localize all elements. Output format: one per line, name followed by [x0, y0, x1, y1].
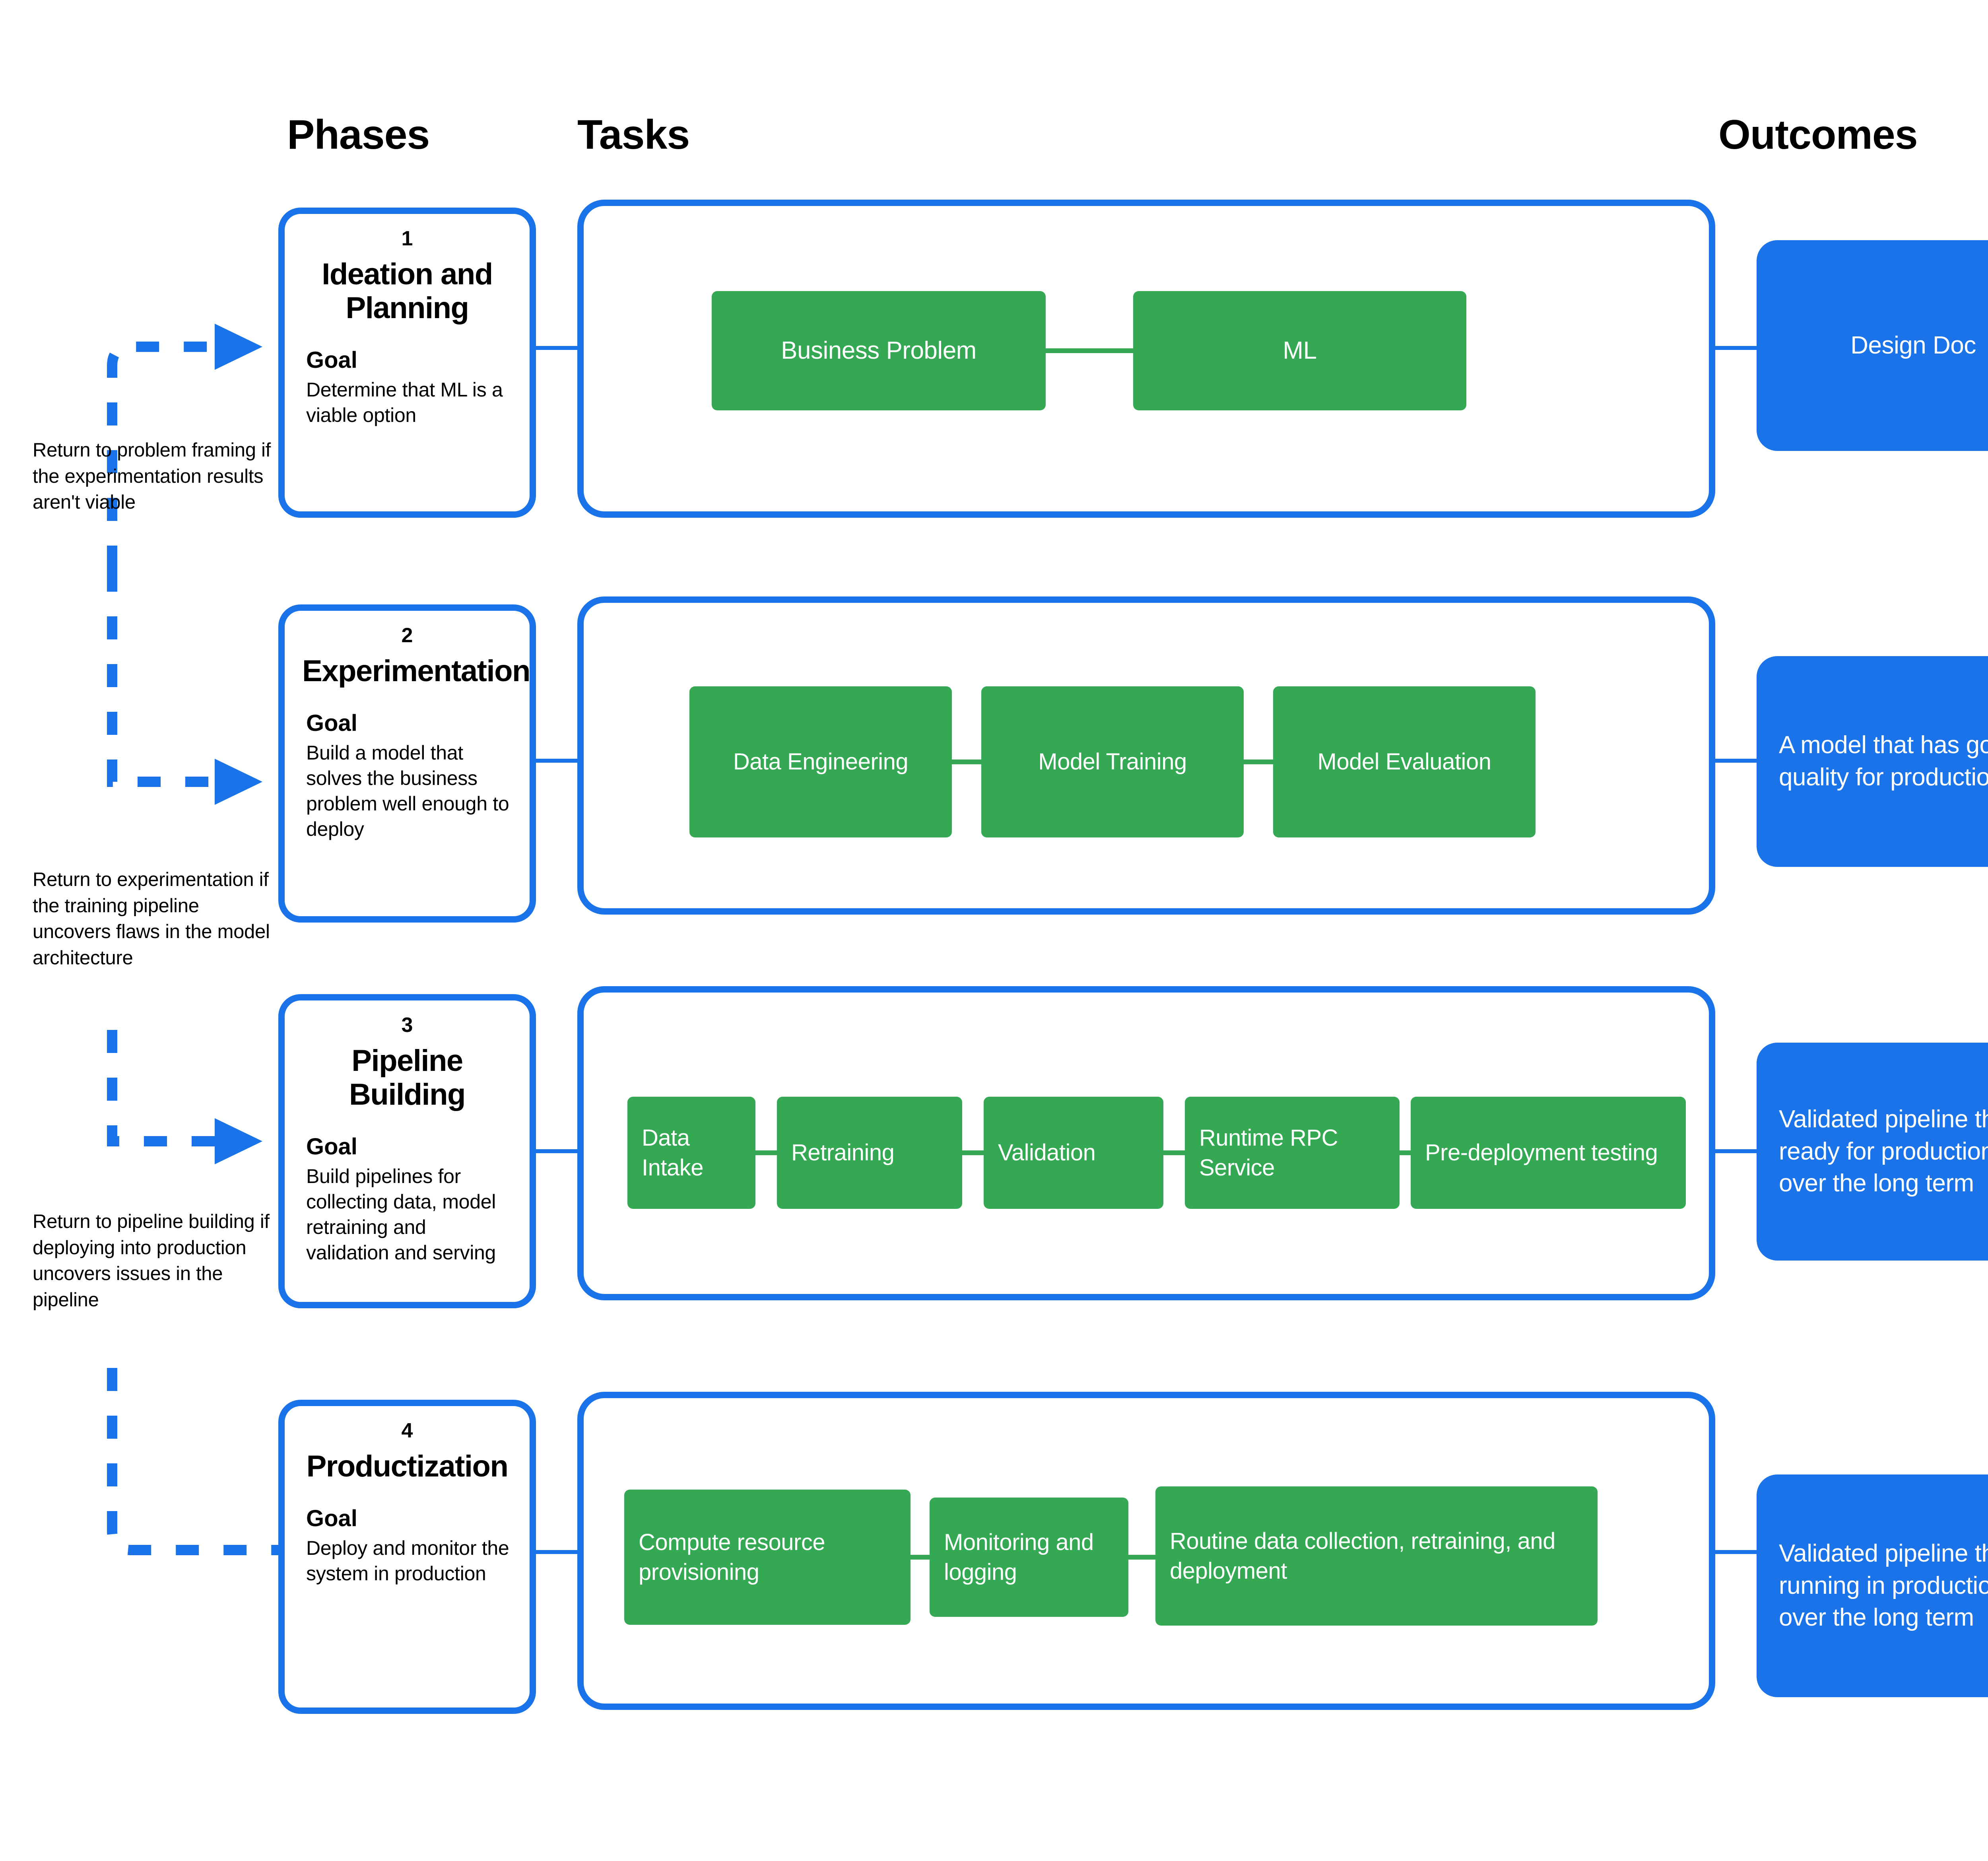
- column-header-tasks: Tasks: [577, 112, 690, 158]
- column-header-phases: Phases: [287, 112, 430, 158]
- task-chip[interactable]: Compute resource provisioning: [624, 1490, 911, 1625]
- connector-tasks1-outcome: [1715, 346, 1757, 350]
- feedback-note-pipeline-building: Return to pipeline building if deploying…: [33, 1211, 270, 1311]
- task-chip[interactable]: Pre-deployment testing: [1411, 1097, 1686, 1209]
- feedback-note-experimentation: Return to experimentation if the trainin…: [33, 869, 270, 969]
- task-chip[interactable]: Retraining: [777, 1097, 962, 1209]
- outcome-box-2[interactable]: A model that has good quality for produc…: [1757, 656, 1988, 867]
- task-connector: [1163, 1150, 1185, 1155]
- column-header-outcomes: Outcomes: [1718, 112, 1918, 158]
- phase-number: 3: [401, 1014, 413, 1037]
- connector-tasks4-outcome: [1715, 1550, 1757, 1554]
- task-chip[interactable]: ML: [1133, 291, 1466, 410]
- phase-goal-label: Goal: [306, 1506, 357, 1532]
- feedback-arrow-experimentation: [107, 569, 262, 805]
- phase-goal-text: Deploy and monitor the system in product…: [306, 1537, 509, 1585]
- phase-card-3[interactable]: 3 Pipeline Building Goal Build pipelines…: [278, 994, 536, 1308]
- task-chip[interactable]: Data Intake: [627, 1097, 755, 1209]
- task-chip[interactable]: Data Engineering: [689, 686, 952, 837]
- task-connector: [962, 1150, 984, 1155]
- task-connector: [755, 1150, 777, 1155]
- phase-goal-label: Goal: [306, 347, 357, 373]
- task-connector: [911, 1555, 930, 1560]
- feedback-spine-left: [107, 1368, 278, 1555]
- phase-goal-text: Build a model that solves the business p…: [306, 741, 509, 840]
- outcome-box-3[interactable]: Validated pipeline that's ready for prod…: [1757, 1043, 1988, 1261]
- connector-phase4-tasks: [536, 1550, 577, 1554]
- task-chip[interactable]: Monitoring and logging: [930, 1498, 1128, 1617]
- task-connector: [952, 760, 981, 764]
- phase-title: Pipeline Building: [349, 1044, 466, 1112]
- connector-tasks2-outcome: [1715, 759, 1757, 763]
- connector-phase3-tasks: [536, 1149, 577, 1153]
- task-connector: [1046, 348, 1133, 353]
- task-connector: [1128, 1555, 1155, 1560]
- phase-title: Productization: [306, 1449, 509, 1484]
- phase-number: 4: [401, 1419, 413, 1442]
- phase-title: Ideation and Planning: [322, 257, 493, 325]
- task-connector: [1244, 760, 1273, 764]
- connector-phase1-tasks: [536, 346, 577, 350]
- phase-card-2[interactable]: 2 Experimentation Goal Build a model tha…: [278, 604, 536, 923]
- tasks-container-4: Compute resource provisioning Monitoring…: [577, 1392, 1715, 1710]
- phase-card-1[interactable]: 1 Ideation and Planning Goal Determine t…: [278, 208, 536, 518]
- phase-number: 1: [401, 227, 413, 250]
- connector-tasks3-outcome: [1715, 1149, 1757, 1153]
- phase-goal-label: Goal: [306, 710, 357, 736]
- tasks-container-2: Data Engineering Model Training Model Ev…: [577, 596, 1715, 915]
- tasks-container-3: Data Intake Retraining Validation Runtim…: [577, 986, 1715, 1300]
- task-chip[interactable]: Business Problem: [712, 291, 1046, 410]
- task-chip[interactable]: Runtime RPC Service: [1185, 1097, 1400, 1209]
- outcome-box-4[interactable]: Validated pipeline that's running in pro…: [1757, 1474, 1988, 1697]
- task-chip[interactable]: Model Evaluation: [1273, 686, 1536, 837]
- task-connector: [1400, 1150, 1411, 1155]
- tasks-container-1: Business Problem ML: [577, 200, 1715, 518]
- phase-goal-text: Build pipelines for collecting data, mod…: [306, 1165, 496, 1264]
- connector-phase2-tasks: [536, 759, 577, 763]
- outcome-box-1[interactable]: Design Doc: [1757, 240, 1988, 451]
- phase-card-4[interactable]: 4 Productization Goal Deploy and monitor…: [278, 1400, 536, 1714]
- task-chip[interactable]: Model Training: [981, 686, 1244, 837]
- task-chip[interactable]: Validation: [984, 1097, 1163, 1209]
- task-chip[interactable]: Routine data collection, retraining, and…: [1155, 1486, 1598, 1626]
- feedback-arrow-pipeline-building: [107, 1030, 262, 1164]
- phase-goal-text: Determine that ML is a viable option: [306, 379, 503, 427]
- feedback-note-problem-framing: Return to problem framing if the experim…: [33, 439, 271, 513]
- phase-title: Experimentation: [302, 654, 530, 688]
- phase-goal-label: Goal: [306, 1134, 357, 1160]
- phase-number: 2: [401, 624, 413, 647]
